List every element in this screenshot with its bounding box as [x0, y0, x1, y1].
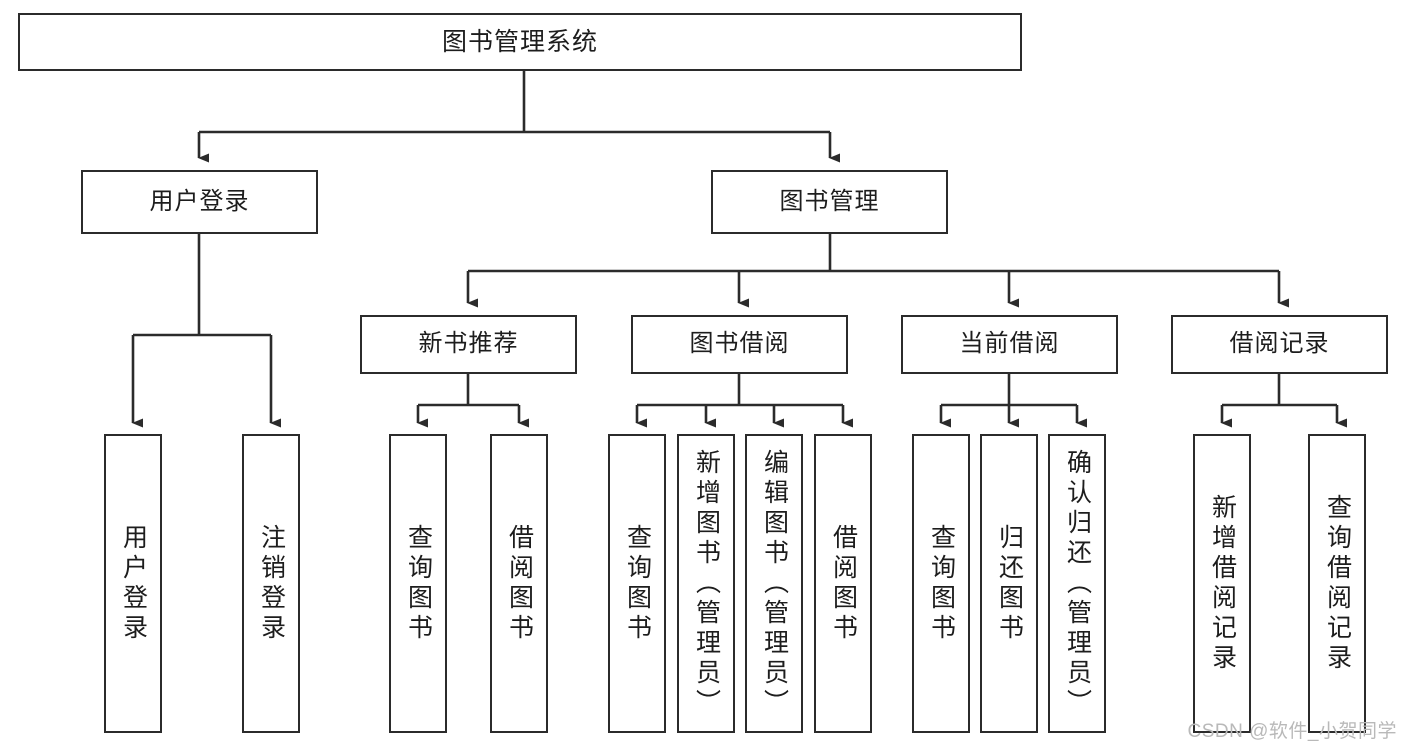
node-label: 当前借阅 [959, 330, 1060, 358]
node-label: 图书管理系统 [441, 28, 598, 56]
node-label: 归还图书 [995, 523, 1024, 644]
node-label: 注销登录 [257, 523, 286, 644]
node-label: 查询图书 [404, 523, 433, 644]
leaf-book-borrow-query[interactable]: 查询图书 [608, 434, 666, 733]
leaf-current-borrow-confirm-return[interactable]: 确认归还（管理员） [1048, 434, 1106, 733]
node-user-login[interactable]: 用户登录 [81, 170, 318, 234]
leaf-current-borrow-query[interactable]: 查询图书 [912, 434, 970, 733]
node-label: 图书借阅 [689, 330, 790, 358]
leaf-current-borrow-return[interactable]: 归还图书 [980, 434, 1038, 733]
node-label: 新书推荐 [418, 330, 519, 358]
node-borrow-record[interactable]: 借阅记录 [1171, 315, 1388, 374]
watermark-text: CSDN @软件_小贺同学 [1187, 721, 1397, 742]
node-label: 查询图书 [623, 523, 652, 644]
node-label: 图书管理 [779, 187, 880, 215]
leaf-new-book-query[interactable]: 查询图书 [389, 434, 447, 733]
node-current-borrow[interactable]: 当前借阅 [901, 315, 1118, 374]
leaf-book-borrow-add[interactable]: 新增图书（管理员） [677, 434, 735, 733]
node-label: 新增借阅记录 [1208, 493, 1237, 674]
leaf-new-book-borrow[interactable]: 借阅图书 [490, 434, 548, 733]
leaf-borrow-record-add[interactable]: 新增借阅记录 [1193, 434, 1251, 733]
node-label: 用户登录 [149, 187, 250, 215]
leaf-borrow-record-query[interactable]: 查询借阅记录 [1308, 434, 1366, 733]
node-root-library-system[interactable]: 图书管理系统 [18, 13, 1022, 71]
leaf-book-borrow-borrow[interactable]: 借阅图书 [814, 434, 872, 733]
leaf-user-login-logout[interactable]: 注销登录 [242, 434, 300, 733]
node-new-book-recommend[interactable]: 新书推荐 [360, 315, 577, 374]
node-label: 查询图书 [927, 523, 956, 644]
node-label: 借阅记录 [1229, 330, 1330, 358]
leaf-user-login-login[interactable]: 用户登录 [104, 434, 162, 733]
node-label: 新增图书（管理员） [692, 448, 721, 719]
node-book-borrow[interactable]: 图书借阅 [631, 315, 848, 374]
leaf-book-borrow-edit[interactable]: 编辑图书（管理员） [745, 434, 803, 733]
node-label: 借阅图书 [505, 523, 534, 644]
node-label: 借阅图书 [829, 523, 858, 644]
node-label: 确认归还（管理员） [1063, 448, 1092, 719]
node-label: 用户登录 [119, 523, 148, 644]
node-label: 编辑图书（管理员） [760, 448, 789, 719]
node-label: 查询借阅记录 [1323, 493, 1352, 674]
node-book-management[interactable]: 图书管理 [711, 170, 948, 234]
